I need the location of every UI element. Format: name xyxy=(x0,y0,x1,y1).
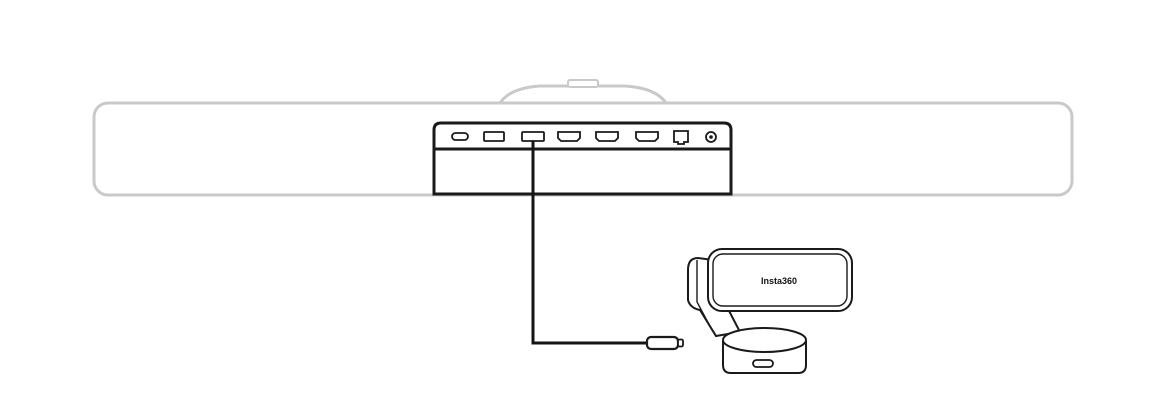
cable-line xyxy=(531,141,648,345)
video-bar-top-tab xyxy=(567,79,599,88)
port-panel xyxy=(432,121,733,196)
usb-a-port-2 xyxy=(521,131,545,142)
hdmi-port-1 xyxy=(557,131,581,142)
camera-usb-c-connector xyxy=(752,359,774,368)
camera-head-inner xyxy=(712,253,848,307)
usb-cable xyxy=(531,141,684,351)
camera-brand-label: Insta360 xyxy=(761,276,797,286)
ethernet-port xyxy=(673,130,689,145)
audio-jack-inner xyxy=(709,135,713,139)
usb-a-port-1 xyxy=(483,131,505,142)
hdmi-port-2 xyxy=(595,131,619,142)
video-bar-top-bump xyxy=(498,84,668,104)
hdmi-port-3 xyxy=(635,131,659,142)
camera: Insta360 xyxy=(687,248,853,374)
camera-base-top xyxy=(722,327,807,353)
port-panel-outline xyxy=(432,121,733,196)
cable-plug-tip xyxy=(677,338,684,348)
camera-arm-edge xyxy=(696,260,713,331)
usb-c-port-1 xyxy=(451,132,469,141)
cable-plug xyxy=(645,335,680,351)
